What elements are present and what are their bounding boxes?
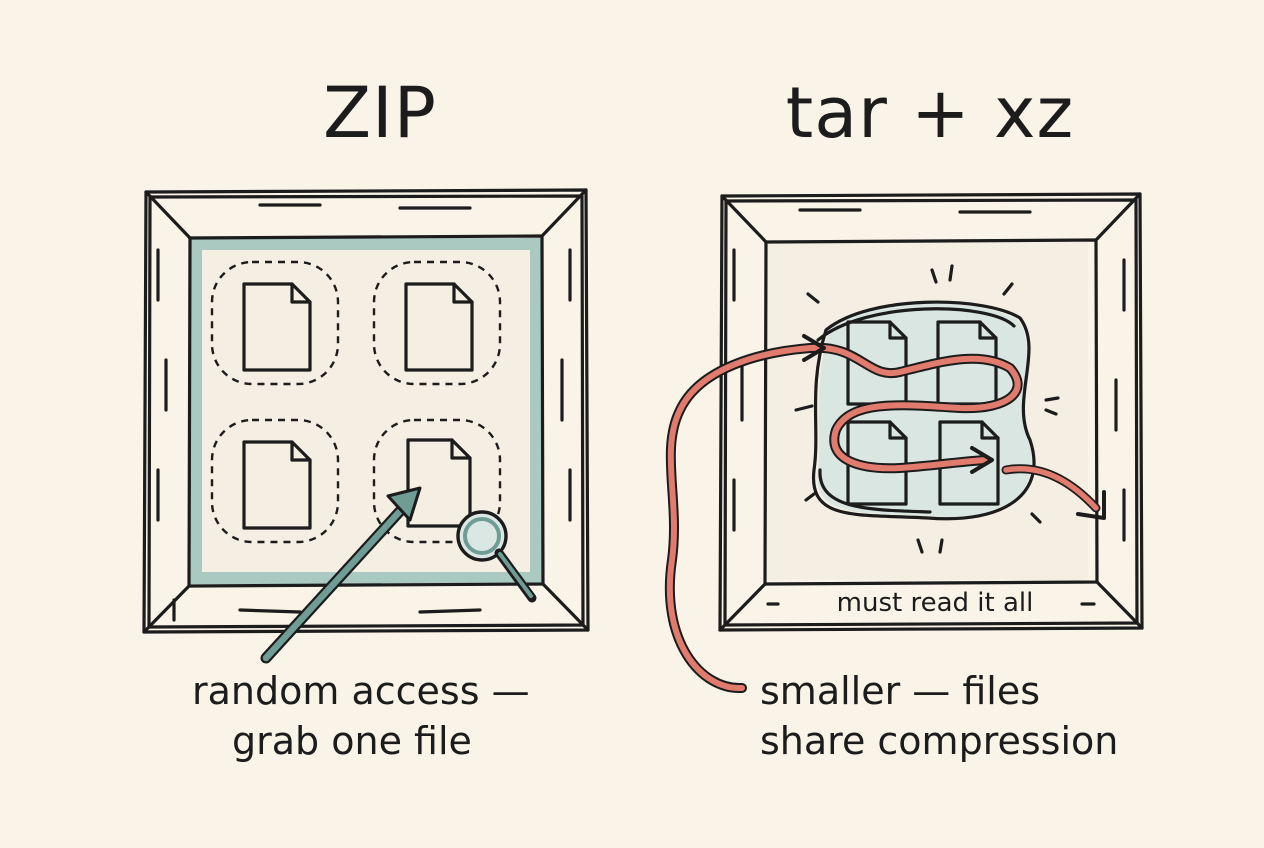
file-icon <box>242 440 312 530</box>
zip-archive-frame <box>142 188 590 634</box>
file-icon <box>242 282 312 372</box>
file-icon <box>938 420 1000 506</box>
file-icon <box>936 320 998 406</box>
file-icon <box>404 282 474 372</box>
tar-footer-label: must read it all <box>836 588 1034 618</box>
zip-caption-line2: grab one file <box>232 719 472 763</box>
magnifier-icon <box>456 510 537 603</box>
zip-title: ZIP <box>323 72 437 154</box>
tar-caption-line1: smaller — files <box>760 669 1041 713</box>
zip-caption-line1: random access — <box>192 669 530 713</box>
tar-xz-title: tar + xz <box>785 72 1075 154</box>
zip-caption: random access — grab one file <box>192 666 572 766</box>
sequential-read-arrow <box>664 334 1106 694</box>
tar-caption: smaller — files share compression <box>760 666 1160 766</box>
tar-caption-line2: share compression <box>760 719 1119 763</box>
random-access-arrow <box>260 486 422 664</box>
zip-file-slots <box>210 260 502 544</box>
